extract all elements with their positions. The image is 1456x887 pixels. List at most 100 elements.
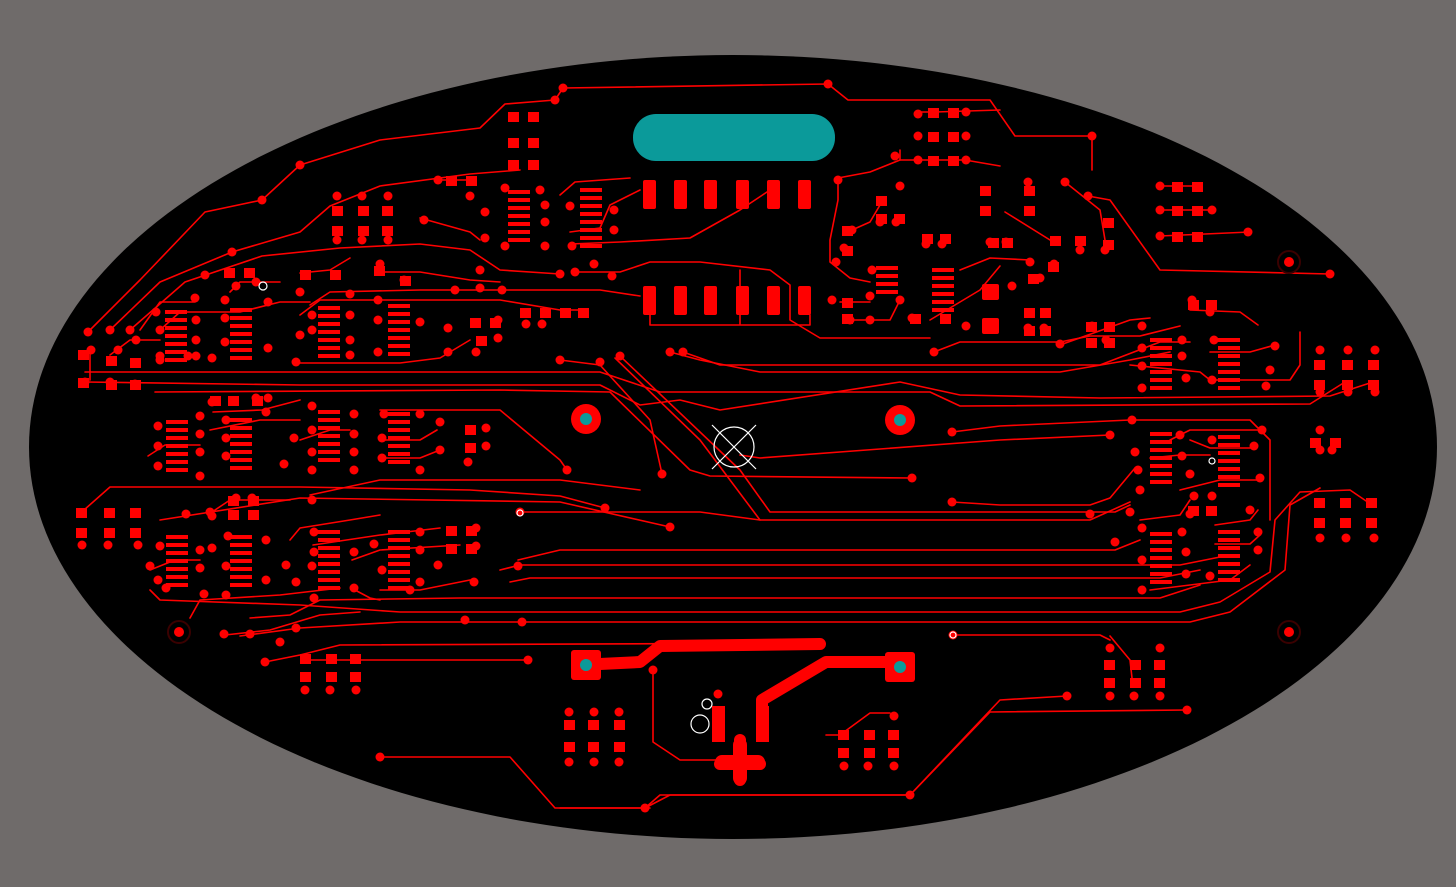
ic-pin: [230, 575, 252, 579]
mounting-drill-right: [894, 414, 906, 426]
via: [375, 259, 385, 269]
ic-pin: [230, 458, 252, 462]
via: [1127, 415, 1137, 425]
smd-pad: [1188, 300, 1199, 310]
ic-pin: [165, 310, 187, 314]
via: [1370, 387, 1380, 397]
via: [105, 377, 115, 387]
via: [913, 109, 923, 119]
via: [1105, 430, 1115, 440]
via: [351, 685, 361, 695]
smd-pad: [1340, 518, 1351, 528]
via: [377, 453, 387, 463]
via: [1369, 533, 1379, 543]
via: [831, 257, 841, 267]
via: [220, 313, 230, 323]
signal-trace: [139, 301, 196, 331]
ic-pin: [230, 583, 252, 587]
smd-pad: [1340, 498, 1351, 508]
via: [379, 409, 389, 419]
ic-pin: [165, 358, 187, 362]
ic-pin: [165, 350, 187, 354]
via: [1185, 509, 1195, 519]
smd-pad: [130, 508, 141, 518]
smd-pad: [244, 268, 255, 278]
ic-pin: [876, 274, 898, 278]
via: [895, 181, 905, 191]
ic-pin: [1218, 530, 1240, 534]
signal-trace: [1059, 317, 1151, 346]
via: [231, 493, 241, 503]
ic-pin: [508, 198, 530, 202]
via: [1087, 321, 1097, 331]
via: [291, 623, 301, 633]
power-drill-left: [580, 659, 592, 671]
signal-trace: [1087, 195, 1331, 275]
ic-pin: [580, 212, 602, 216]
selected-via-marker: [701, 698, 713, 710]
via: [1155, 231, 1165, 241]
ic-pin: [388, 336, 410, 340]
via: [357, 235, 367, 245]
signal-trace: [559, 177, 631, 196]
signal-trace: [619, 355, 1131, 513]
via: [1315, 533, 1325, 543]
smd-pad: [1192, 232, 1203, 242]
smd-pad: [888, 730, 899, 740]
power-traces-layer: [594, 638, 906, 786]
via: [1207, 491, 1217, 501]
smd-pad: [1342, 360, 1353, 370]
via: [921, 239, 931, 249]
smd-pad: [1154, 660, 1165, 670]
ic-pin: [388, 436, 410, 440]
via: [1125, 507, 1135, 517]
via: [1265, 365, 1275, 375]
via: [1245, 505, 1255, 515]
signal-trace: [519, 511, 761, 521]
ic-pin: [166, 575, 188, 579]
via: [865, 291, 875, 301]
via: [377, 565, 387, 575]
ic-pin: [1218, 451, 1240, 455]
via: [415, 527, 425, 537]
via: [648, 665, 658, 675]
large-pad: [704, 180, 717, 209]
via: [937, 239, 947, 249]
via: [153, 441, 163, 451]
via: [564, 707, 574, 717]
ic-chip-footprint: [230, 308, 252, 360]
via: [151, 307, 161, 317]
ic-pin: [230, 434, 252, 438]
ic-pin: [388, 420, 410, 424]
ic-pin: [388, 344, 410, 348]
crosshair-circle-icon[interactable]: [711, 424, 757, 470]
via: [450, 285, 460, 295]
via: [1205, 571, 1215, 581]
via: [221, 590, 231, 600]
via: [1101, 335, 1111, 345]
large-pad: [674, 286, 687, 315]
via: [1062, 691, 1072, 701]
via: [295, 287, 305, 297]
smd-pad: [520, 308, 531, 318]
via: [275, 637, 285, 647]
selected-via-marker: [949, 631, 957, 639]
via: [1325, 269, 1335, 279]
power-drill-right: [894, 661, 906, 673]
via: [540, 217, 550, 227]
smd-pad: [508, 138, 519, 148]
via: [86, 345, 96, 355]
via: [905, 790, 915, 800]
smd-pad: [876, 196, 887, 206]
via: [1177, 351, 1187, 361]
via: [247, 493, 257, 503]
ic-pin: [318, 586, 340, 590]
via: [325, 685, 335, 695]
ic-pin: [165, 318, 187, 322]
via: [1205, 307, 1215, 317]
via: [349, 409, 359, 419]
ic-chip-footprint: [1218, 530, 1240, 582]
large-pad: [798, 180, 811, 209]
